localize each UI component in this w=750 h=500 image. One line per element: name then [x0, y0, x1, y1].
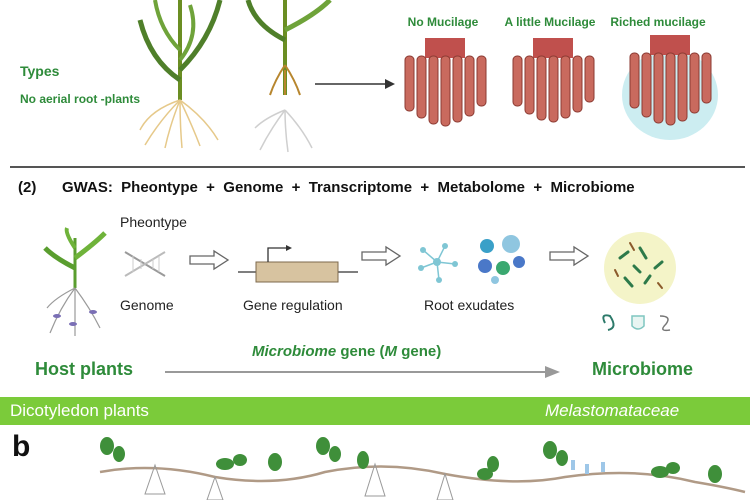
corn-plant-illustration	[137, 0, 223, 149]
host-to-microbiome-arrow	[165, 366, 560, 378]
gwas-formula: GWAS: Pheontype + Genome + Transcriptome…	[62, 179, 635, 196]
section-divider	[10, 166, 745, 168]
genome-label: Genome	[120, 297, 174, 313]
m-gene-label-rest: gene (	[336, 343, 385, 360]
m-gene-label-m: M	[384, 343, 398, 360]
process-arrow	[315, 79, 395, 89]
phenotype-label: Pheontype	[120, 214, 187, 230]
m-gene-label-end: gene)	[397, 343, 442, 360]
gene-regulation-icon	[238, 245, 358, 283]
m-gene-label-italic: Microbiome	[252, 343, 337, 360]
hollow-arrow-icon	[361, 245, 402, 267]
root-exudates-icon	[418, 235, 525, 284]
no-aerial-root-label: No aerial root -plants	[20, 92, 141, 106]
hollow-arrow-icon	[549, 245, 590, 267]
root-exudates-label: Root exudates	[424, 297, 515, 313]
host-plants-label: Host plants	[35, 359, 134, 379]
no-mucilage-label: No Mucilage	[407, 15, 479, 29]
microbiome-icon	[602, 232, 676, 332]
panel-b-label: b	[12, 430, 31, 463]
aerial-roots-little-mucilage	[512, 38, 595, 123]
microbiome-label: Microbiome	[592, 359, 694, 379]
aerial-roots-no-mucilage	[404, 38, 487, 127]
riched-mucilage-label: Riched mucilage	[610, 15, 706, 29]
hollow-arrow-icon	[189, 249, 230, 271]
gene-regulation-label: Gene regulation	[243, 297, 343, 313]
host-plant-illustration	[43, 227, 107, 336]
m-gene-label: Microbiome gene (M gene)	[252, 343, 441, 360]
little-mucilage-label: A little Mucilage	[504, 15, 596, 29]
dna-helix-icon	[124, 251, 166, 277]
section-number: (2)	[18, 179, 37, 196]
melastomataceae-label: Melastomataceae	[545, 401, 680, 420]
dicotyledon-banner	[0, 397, 750, 425]
dicotyledon-label: Dicotyledon plants	[10, 401, 149, 420]
seedling-row-illustration	[99, 437, 746, 500]
corn-plant-aerial-illustration	[245, 0, 332, 153]
aerial-roots-riched-mucilage	[622, 35, 718, 140]
types-label: Types	[20, 63, 60, 79]
